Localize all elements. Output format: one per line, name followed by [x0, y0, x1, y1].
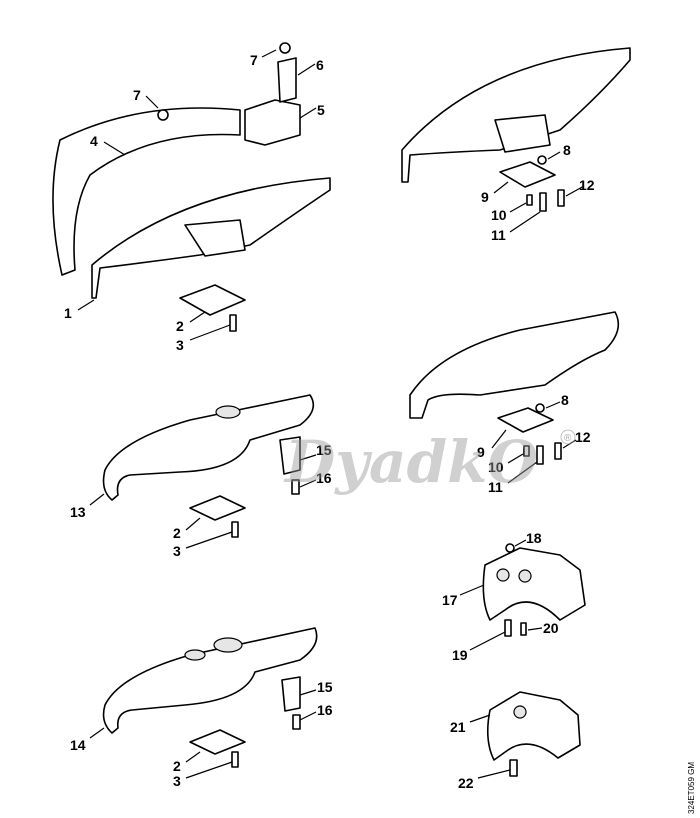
label-9: 9	[477, 444, 485, 460]
label-10: 10	[491, 207, 507, 223]
label-2: 2	[173, 525, 181, 541]
label-8: 8	[563, 142, 571, 158]
sleeve-part-15	[281, 676, 301, 712]
washer-part-8	[537, 155, 547, 165]
label-11: 11	[491, 227, 506, 243]
label-14: 14	[70, 737, 86, 753]
label-16: 16	[317, 702, 333, 718]
plate-part-9	[497, 407, 554, 433]
label-6: 6	[316, 57, 324, 73]
screw-part-19	[504, 619, 512, 637]
deflector-part-21	[486, 691, 581, 761]
label-1: 1	[64, 305, 72, 321]
label-2: 2	[173, 758, 181, 774]
screw-part-11	[536, 445, 544, 465]
drawing-code: 324ET059 GM	[687, 762, 696, 814]
plate-part-2	[189, 729, 246, 755]
bracket-part-5	[244, 99, 301, 146]
deflector-part-17	[482, 547, 586, 621]
label-15: 15	[317, 679, 333, 695]
screw-part-20	[520, 622, 527, 636]
screw-part-16	[292, 714, 301, 730]
guard-assembly-3: 8 9 12 10 11	[409, 311, 620, 495]
plate-part-2	[189, 495, 246, 521]
label-16: 16	[316, 470, 332, 486]
label-4: 4	[90, 133, 98, 149]
label-3: 3	[176, 337, 184, 353]
label-22: 22	[458, 775, 474, 791]
plate-part-9	[499, 161, 556, 188]
label-11: 11	[488, 479, 503, 495]
guard-part	[401, 47, 631, 183]
screw-part-3	[229, 314, 237, 332]
screw-part-10	[523, 445, 530, 457]
screw-part-22	[509, 759, 518, 777]
registered-icon	[560, 429, 576, 445]
label-2: 2	[176, 318, 184, 334]
sleeve-part-15	[279, 436, 301, 475]
label-10: 10	[488, 459, 504, 475]
label-15: 15	[316, 442, 332, 458]
shield-part-4	[52, 107, 241, 276]
guard-assembly-13: 15 16 13 2 3	[70, 394, 332, 559]
guard-part	[409, 311, 620, 419]
screw-part-7b	[157, 109, 169, 121]
label-7: 7	[250, 52, 258, 68]
watermark: DyadkO	[283, 428, 538, 496]
label-12: 12	[579, 177, 595, 193]
label-13: 13	[70, 504, 86, 520]
deflector-assembly-21: 21 22	[450, 691, 581, 791]
label-21: 21	[450, 719, 466, 735]
guard-assembly-2: 8 9 12 10 11	[401, 47, 631, 243]
washer-part-8	[535, 403, 545, 413]
deflector-assembly-17: 18 17 20 19	[442, 530, 586, 663]
label-17: 17	[442, 592, 458, 608]
screw-part-7	[279, 42, 291, 54]
guard-assembly-1: 7 6 7 5 4 1 2 3	[52, 42, 331, 353]
plate-part-2	[179, 284, 246, 316]
washer-part-18	[505, 543, 515, 553]
screw-part-3	[231, 751, 239, 768]
label-3: 3	[173, 773, 181, 789]
label-3: 3	[173, 543, 181, 559]
screw-part-12	[557, 189, 565, 207]
label-5: 5	[317, 102, 325, 118]
label-20: 20	[543, 620, 559, 636]
guard-part-14	[102, 627, 318, 734]
screw-part-12	[554, 442, 562, 460]
label-18: 18	[526, 530, 542, 546]
label-19: 19	[452, 647, 468, 663]
guard-mount-1	[184, 219, 246, 257]
screw-part-11	[539, 192, 547, 212]
screw-part-10	[526, 194, 533, 206]
guard-assembly-14: 15 16 14 2 3	[70, 627, 333, 789]
label-9: 9	[481, 189, 489, 205]
guard-part-13	[102, 394, 315, 501]
screw-part-3	[231, 521, 239, 538]
label-12: 12	[575, 429, 591, 445]
guard-mount	[494, 114, 551, 153]
registered-mark: ®	[564, 433, 572, 444]
screw-part-16	[291, 479, 300, 495]
sleeve-part-6	[277, 57, 297, 103]
label-8: 8	[561, 392, 569, 408]
guard-detail	[215, 405, 241, 419]
label-7b: 7	[133, 87, 141, 103]
